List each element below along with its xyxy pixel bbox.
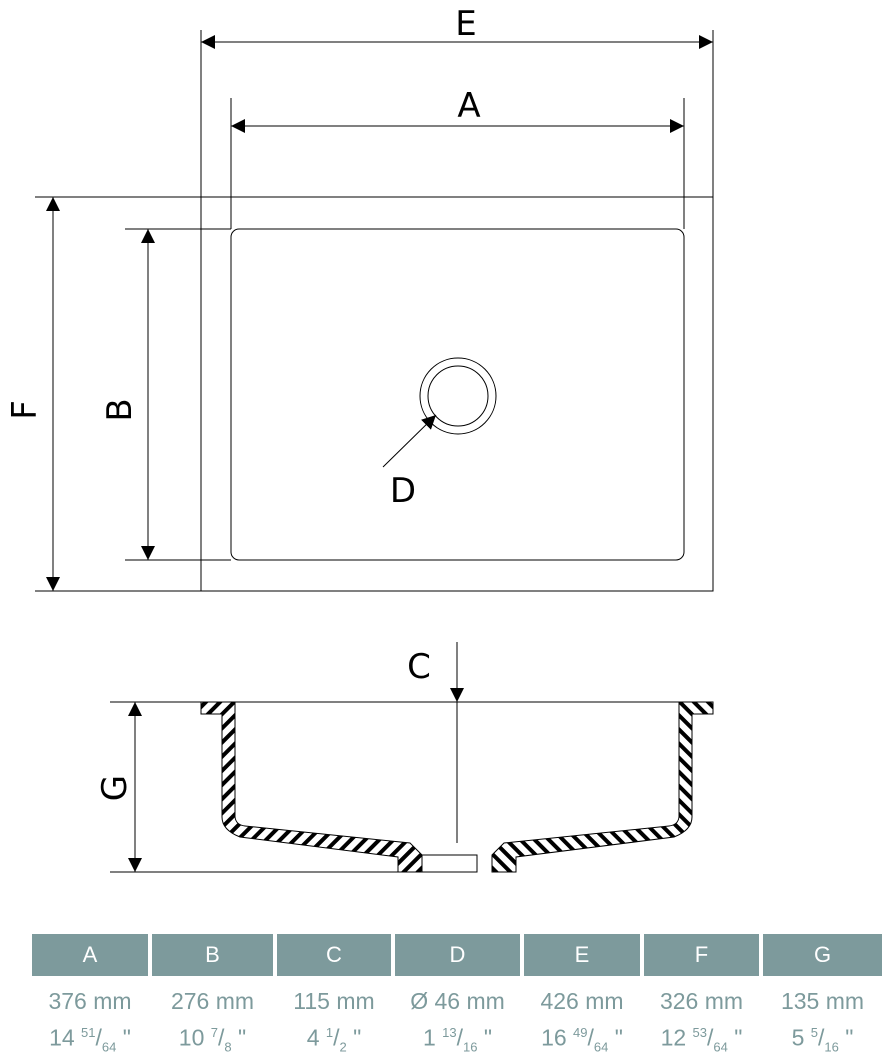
value-mm: 326 mm — [659, 988, 744, 1014]
label-C: C — [407, 647, 431, 687]
value-mm: Ø 46 mm — [410, 988, 505, 1014]
inch-mark: " — [353, 1024, 362, 1051]
inch-num: 1 — [325, 1025, 334, 1040]
dim-D — [382, 414, 437, 468]
inch-den: 16 — [824, 1039, 839, 1055]
label-D: D — [390, 471, 416, 511]
header-A: A — [32, 934, 148, 976]
inch-whole: 10 — [178, 1024, 205, 1051]
dimension-value: 135 mm 5 5/16 " — [763, 985, 882, 1063]
header-E: E — [524, 934, 640, 976]
section-profile — [200, 701, 714, 873]
value-inch: 5 5/16 " — [791, 1024, 854, 1055]
drain-outer — [419, 357, 497, 435]
inch-den: 8 — [224, 1039, 232, 1055]
label-A: A — [457, 86, 480, 126]
header-D: D — [395, 934, 520, 976]
header-F: F — [644, 934, 759, 976]
value-mm: 115 mm — [293, 988, 375, 1014]
sink-drawing: E A F B D C G — [5, 4, 714, 873]
inch-whole: 16 — [541, 1024, 567, 1051]
inch-den: 64 — [593, 1039, 609, 1055]
dimension-value: 426 mm 16 49/64 " — [524, 985, 640, 1063]
value-inch: 12 53/64 " — [660, 1024, 743, 1055]
drain-inner — [427, 365, 489, 427]
inch-mark: " — [614, 1024, 623, 1051]
label-G: G — [95, 775, 135, 801]
inch-num: 49 — [573, 1025, 588, 1040]
label-B: B — [100, 398, 140, 421]
value-inch: 14 51/64 " — [49, 1024, 131, 1055]
dimension-value: 326 mm 12 53/64 " — [644, 985, 759, 1063]
dimension-value: Ø 46 mm 1 13/16 " — [395, 985, 520, 1063]
label-E: E — [455, 4, 476, 44]
inch-num: 51 — [81, 1025, 96, 1040]
dimension-value: 276 mm 10 7/8 " — [152, 985, 273, 1063]
inch-whole: 1 — [422, 1024, 436, 1051]
label-F: F — [5, 400, 45, 420]
inch-mark: " — [238, 1024, 247, 1051]
inch-mark: " — [845, 1024, 854, 1051]
inch-num: 53 — [692, 1025, 708, 1040]
header-G: G — [763, 934, 882, 976]
inch-den: 16 — [463, 1039, 478, 1055]
value-inch: 16 49/64 " — [541, 1024, 623, 1055]
bowl-outline — [230, 228, 685, 561]
inch-num: 7 — [210, 1025, 219, 1040]
header-C: C — [277, 934, 391, 976]
header-B: B — [152, 934, 273, 976]
value-inch: 10 7/8 " — [178, 1024, 247, 1055]
inch-num: 13 — [442, 1025, 457, 1040]
inch-den: 2 — [339, 1039, 347, 1055]
inch-den: 64 — [713, 1039, 728, 1055]
value-mm: 135 mm — [780, 988, 865, 1014]
inch-mark: " — [122, 1024, 131, 1051]
outer-outline — [200, 196, 714, 592]
inch-mark: " — [734, 1024, 743, 1051]
drain-hole — [421, 854, 478, 873]
value-mm: 276 mm — [170, 988, 255, 1014]
inch-whole: 5 — [791, 1024, 805, 1051]
inch-den: 64 — [101, 1039, 117, 1055]
dimension-value: 376 mm 14 51/64 " — [32, 985, 148, 1063]
value-mm: 376 mm — [48, 988, 132, 1014]
dimension-value: 115 mm 4 1/2 " — [277, 985, 391, 1063]
value-inch: 4 1/2 " — [306, 1024, 362, 1055]
inch-whole: 14 — [49, 1024, 75, 1051]
value-inch: 1 13/16 " — [422, 1024, 493, 1055]
inch-whole: 4 — [306, 1024, 320, 1051]
value-mm: 426 mm — [540, 988, 624, 1014]
inch-mark: " — [483, 1024, 493, 1051]
inch-num: 5 — [810, 1025, 818, 1040]
inch-whole: 12 — [660, 1024, 687, 1051]
